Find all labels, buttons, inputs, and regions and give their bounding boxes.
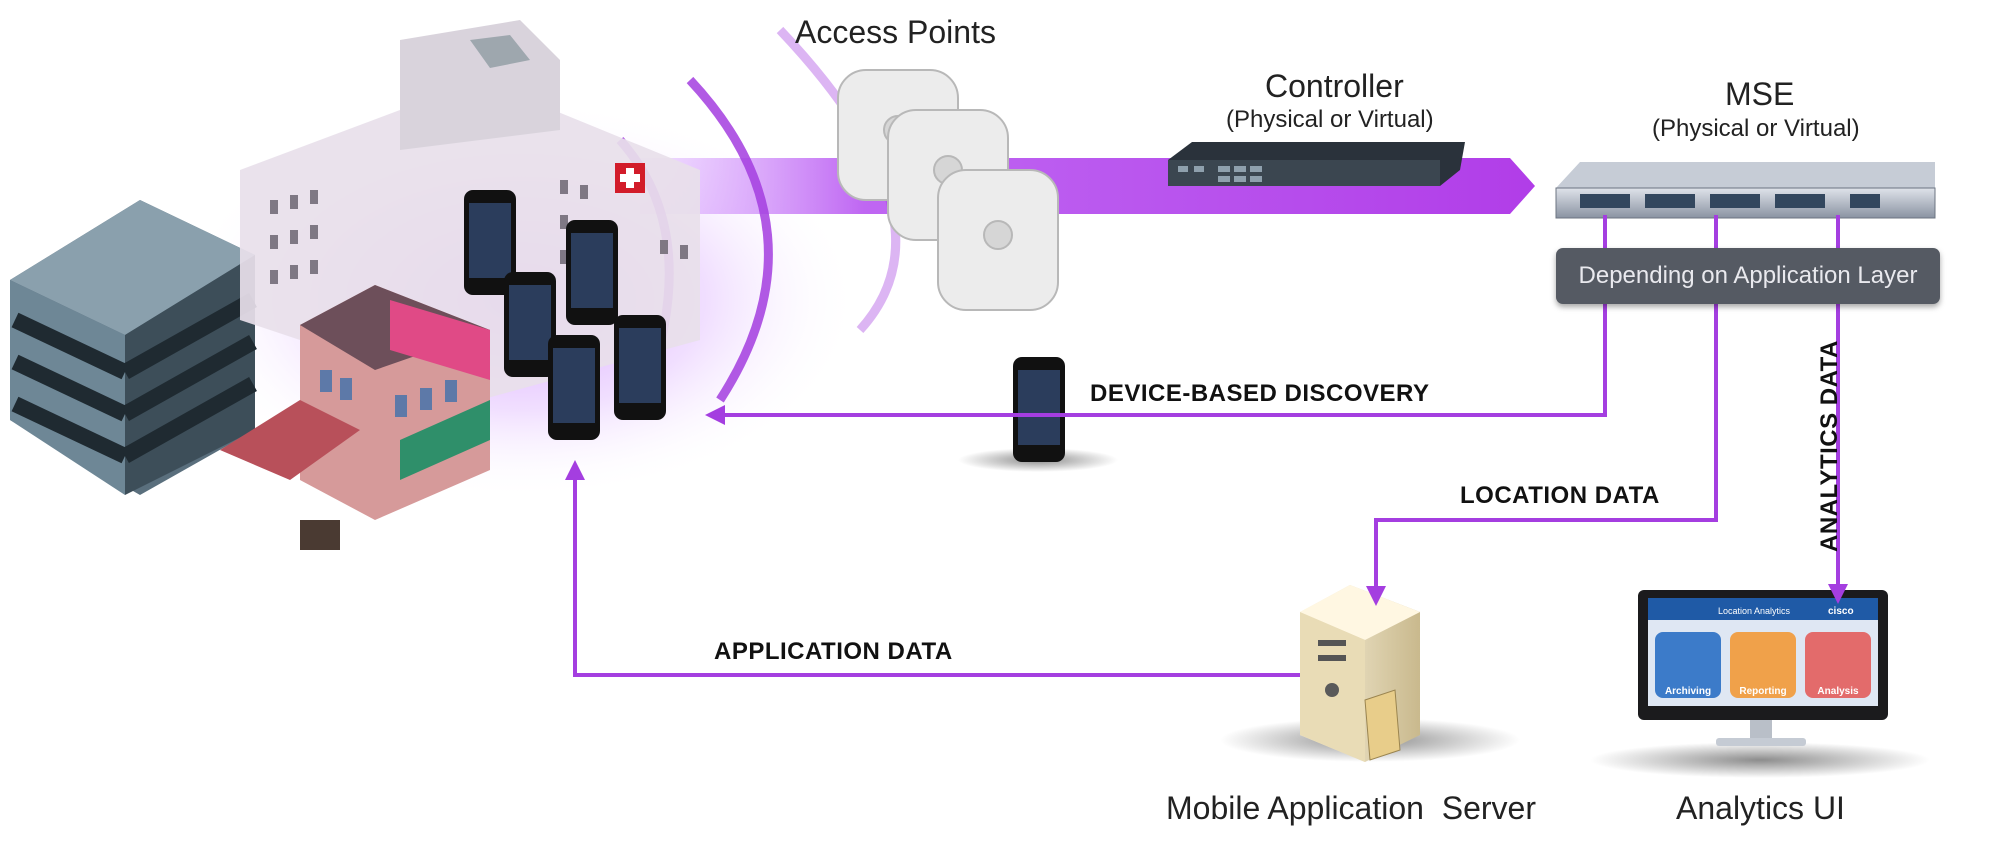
- screen-header-app: Location Analytics: [1718, 606, 1791, 616]
- device-discovery-label: DEVICE-BASED DISCOVERY: [1090, 380, 1430, 407]
- access-point-3: [937, 169, 1059, 311]
- mobile-app-server: [1220, 585, 1520, 762]
- reporting-tile: [1730, 632, 1796, 698]
- discovery-phone: [958, 357, 1118, 472]
- campus-phone-5: [548, 335, 600, 440]
- office-tower: [10, 200, 257, 495]
- mse-sublabel: (Physical or Virtual): [1652, 115, 1860, 142]
- application-layer-box: Depending on Application Layer: [1556, 248, 1940, 304]
- location-data-arrow: [1366, 215, 1718, 606]
- controller-label: Controller: [1265, 68, 1404, 104]
- storefront: [220, 285, 490, 550]
- campus-phones: [464, 190, 666, 440]
- tile-label-analysis: Analysis: [1817, 686, 1859, 697]
- campus-phone-3: [504, 272, 556, 377]
- application-data-label: APPLICATION DATA: [714, 638, 953, 665]
- screen-header: cisco: [1828, 606, 1854, 617]
- access-points-label: Access Points: [795, 14, 996, 50]
- access-point-devices: [837, 69, 1059, 311]
- tile-label-archiving: Archiving: [1665, 686, 1711, 697]
- mobile-app-server-label: Mobile Application Server: [1166, 790, 1536, 826]
- application-data-arrow: [565, 460, 1300, 677]
- tile-label-reporting: Reporting: [1739, 686, 1786, 697]
- mse-server: [1555, 162, 1936, 219]
- campus-phone-1: [464, 190, 516, 295]
- campus-phone-4: [614, 315, 666, 420]
- controller-sublabel: (Physical or Virtual): [1226, 106, 1434, 133]
- analytics-ui-label: Analytics UI: [1676, 790, 1845, 826]
- analytics-data-label: ANALYTICS DATA: [1816, 340, 1843, 552]
- mse-label: MSE: [1725, 76, 1795, 112]
- analytics-monitor: cisco Location Analytics Archiving Repor…: [1590, 590, 1930, 778]
- controller-appliance: [1168, 142, 1465, 186]
- archiving-tile: [1655, 632, 1721, 698]
- analysis-tile: [1805, 632, 1871, 698]
- campus-phone-2: [566, 220, 618, 325]
- location-data-label: LOCATION DATA: [1460, 482, 1660, 509]
